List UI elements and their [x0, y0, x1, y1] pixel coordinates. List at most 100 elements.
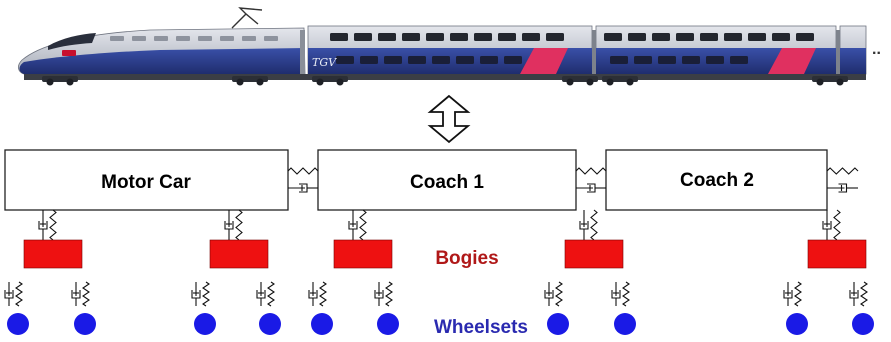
damper-icon [38, 210, 48, 240]
spring-icon [267, 281, 275, 307]
damper-icon [579, 210, 589, 240]
spring-icon [202, 281, 210, 307]
window [748, 33, 766, 41]
bogie [209, 239, 269, 269]
window [480, 56, 498, 64]
damper-icon [256, 282, 266, 306]
wheelset [259, 313, 281, 335]
window [242, 36, 256, 41]
window [330, 33, 348, 41]
window [408, 56, 426, 64]
spring-icon [359, 209, 367, 241]
window [730, 56, 748, 64]
train-wheel [256, 78, 264, 86]
wheelset [377, 313, 399, 335]
bogie [23, 239, 83, 269]
wheelset [311, 313, 333, 335]
bogie [564, 239, 624, 269]
damper-icon [71, 282, 81, 306]
double-arrow-icon [427, 94, 471, 144]
damper-icon [783, 282, 793, 306]
spring-icon [794, 281, 802, 307]
spring-icon [575, 167, 607, 175]
window [658, 56, 676, 64]
spring-icon [833, 209, 841, 241]
train-wheel [66, 78, 74, 86]
coach-2-label: Coach 2 [680, 170, 754, 191]
window [676, 33, 694, 41]
spring-icon [287, 167, 319, 175]
coupling-icon [826, 167, 859, 193]
wheelsets-label: Wheelsets [434, 317, 528, 338]
spring-icon [860, 281, 868, 307]
damper-icon [849, 282, 859, 306]
window [700, 33, 718, 41]
wheelset [74, 313, 96, 335]
window [610, 56, 628, 64]
window [198, 36, 212, 41]
damper-icon [611, 282, 621, 306]
wheelset [852, 313, 874, 335]
window [604, 33, 622, 41]
damper-icon [224, 210, 234, 240]
coupling-icon [575, 167, 607, 193]
tgv-logo-text: TGV [312, 56, 337, 69]
spring-icon [590, 209, 598, 241]
power-car-windshield [48, 33, 96, 50]
pantograph [231, 7, 263, 29]
bogie [333, 239, 393, 269]
window [176, 36, 190, 41]
damper-icon [544, 282, 554, 306]
lower-deck-windows [336, 56, 748, 64]
damper-icon [822, 210, 832, 240]
window [426, 33, 444, 41]
train-wheel [586, 78, 594, 86]
wheelset [7, 313, 29, 335]
window [682, 56, 700, 64]
window [772, 33, 790, 41]
coach-1-label: Coach 1 [410, 172, 484, 193]
window [634, 56, 652, 64]
damper-icon [4, 282, 14, 306]
power-car-logo [62, 50, 76, 56]
coach-1-box [317, 149, 577, 211]
window [154, 36, 168, 41]
window [354, 33, 372, 41]
inter-car-couplings [287, 167, 859, 193]
window [522, 33, 540, 41]
window [132, 36, 146, 41]
window [110, 36, 124, 41]
window [706, 56, 724, 64]
window [498, 33, 516, 41]
window [456, 56, 474, 64]
spring-icon [555, 281, 563, 307]
trailer-car-3-partial [839, 25, 867, 75]
wheelset [547, 313, 569, 335]
window [378, 33, 396, 41]
train-wheel [316, 78, 324, 86]
coach-2-box [605, 149, 828, 211]
continuation-dots: .. [872, 41, 881, 58]
train-wheel [566, 78, 574, 86]
bogies-label: Bogies [435, 248, 498, 269]
window [220, 36, 234, 41]
power-car-blue-band [19, 48, 305, 74]
train-wheel [606, 78, 614, 86]
damper-icon [308, 282, 318, 306]
spring-icon [385, 281, 393, 307]
wheelset [614, 313, 636, 335]
train-wheel [836, 78, 844, 86]
window [360, 56, 378, 64]
train-wheel [46, 78, 54, 86]
undercarriage [24, 74, 866, 80]
train-wheel [336, 78, 344, 86]
wheelset [194, 313, 216, 335]
window [450, 33, 468, 41]
motor-car-box [4, 149, 289, 211]
wheelset [786, 313, 808, 335]
coupling-icon [287, 167, 319, 193]
bogie [807, 239, 867, 269]
window [546, 33, 564, 41]
primary-suspension [4, 281, 868, 307]
